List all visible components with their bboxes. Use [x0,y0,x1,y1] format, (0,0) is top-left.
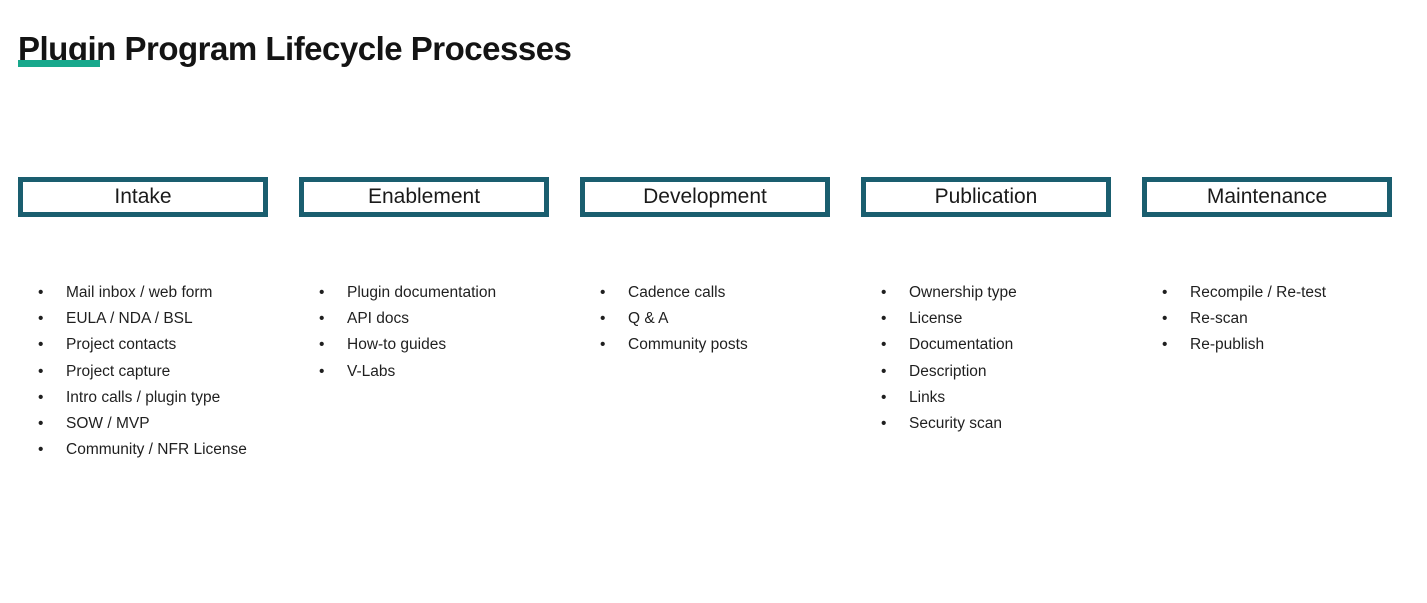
list-item: How-to guides [299,332,549,358]
list-item: Project capture [18,359,268,385]
stage-header-publication: Publication [861,177,1111,217]
lifecycle-columns: Intake Mail inbox / web formEULA / NDA /… [18,177,1392,464]
list-item: Plugin documentation [299,280,549,306]
column-enablement: Enablement Plugin documentationAPI docsH… [299,177,549,463]
list-item: Documentation [861,332,1111,358]
list-item: Intro calls / plugin type [18,385,268,411]
list-item: Links [861,385,1111,411]
list-item: Mail inbox / web form [18,280,268,306]
column-development: Development Cadence callsQ & ACommunity … [580,177,830,463]
stage-items-enablement: Plugin documentationAPI docsHow-to guide… [299,280,549,385]
stage-items-development: Cadence callsQ & ACommunity posts [580,280,830,359]
stage-header-intake: Intake [18,177,268,217]
page-title: Plugin Program Lifecycle Processes [18,30,572,68]
stage-items-intake: Mail inbox / web formEULA / NDA / BSLPro… [18,280,268,464]
list-item: Project contacts [18,332,268,358]
list-item: EULA / NDA / BSL [18,306,268,332]
stage-header-enablement: Enablement [299,177,549,217]
list-item: Recompile / Re-test [1142,280,1392,306]
list-item: API docs [299,306,549,332]
column-maintenance: Maintenance Recompile / Re-testRe-scanRe… [1142,177,1392,463]
stage-items-maintenance: Recompile / Re-testRe-scanRe-publish [1142,280,1392,359]
list-item: Q & A [580,306,830,332]
list-item: V-Labs [299,359,549,385]
list-item: License [861,306,1111,332]
stage-header-maintenance: Maintenance [1142,177,1392,217]
list-item: Community posts [580,332,830,358]
stage-header-development: Development [580,177,830,217]
list-item: Re-scan [1142,306,1392,332]
list-item: Ownership type [861,280,1111,306]
list-item: Security scan [861,411,1111,437]
list-item: SOW / MVP [18,411,268,437]
list-item: Cadence calls [580,280,830,306]
list-item: Description [861,359,1111,385]
stage-items-publication: Ownership typeLicenseDocumentationDescri… [861,280,1111,437]
column-intake: Intake Mail inbox / web formEULA / NDA /… [18,177,268,464]
list-item: Community / NFR License [18,437,268,463]
list-item: Re-publish [1142,332,1392,358]
column-publication: Publication Ownership typeLicenseDocumen… [861,177,1111,463]
title-accent-underline [18,60,100,67]
